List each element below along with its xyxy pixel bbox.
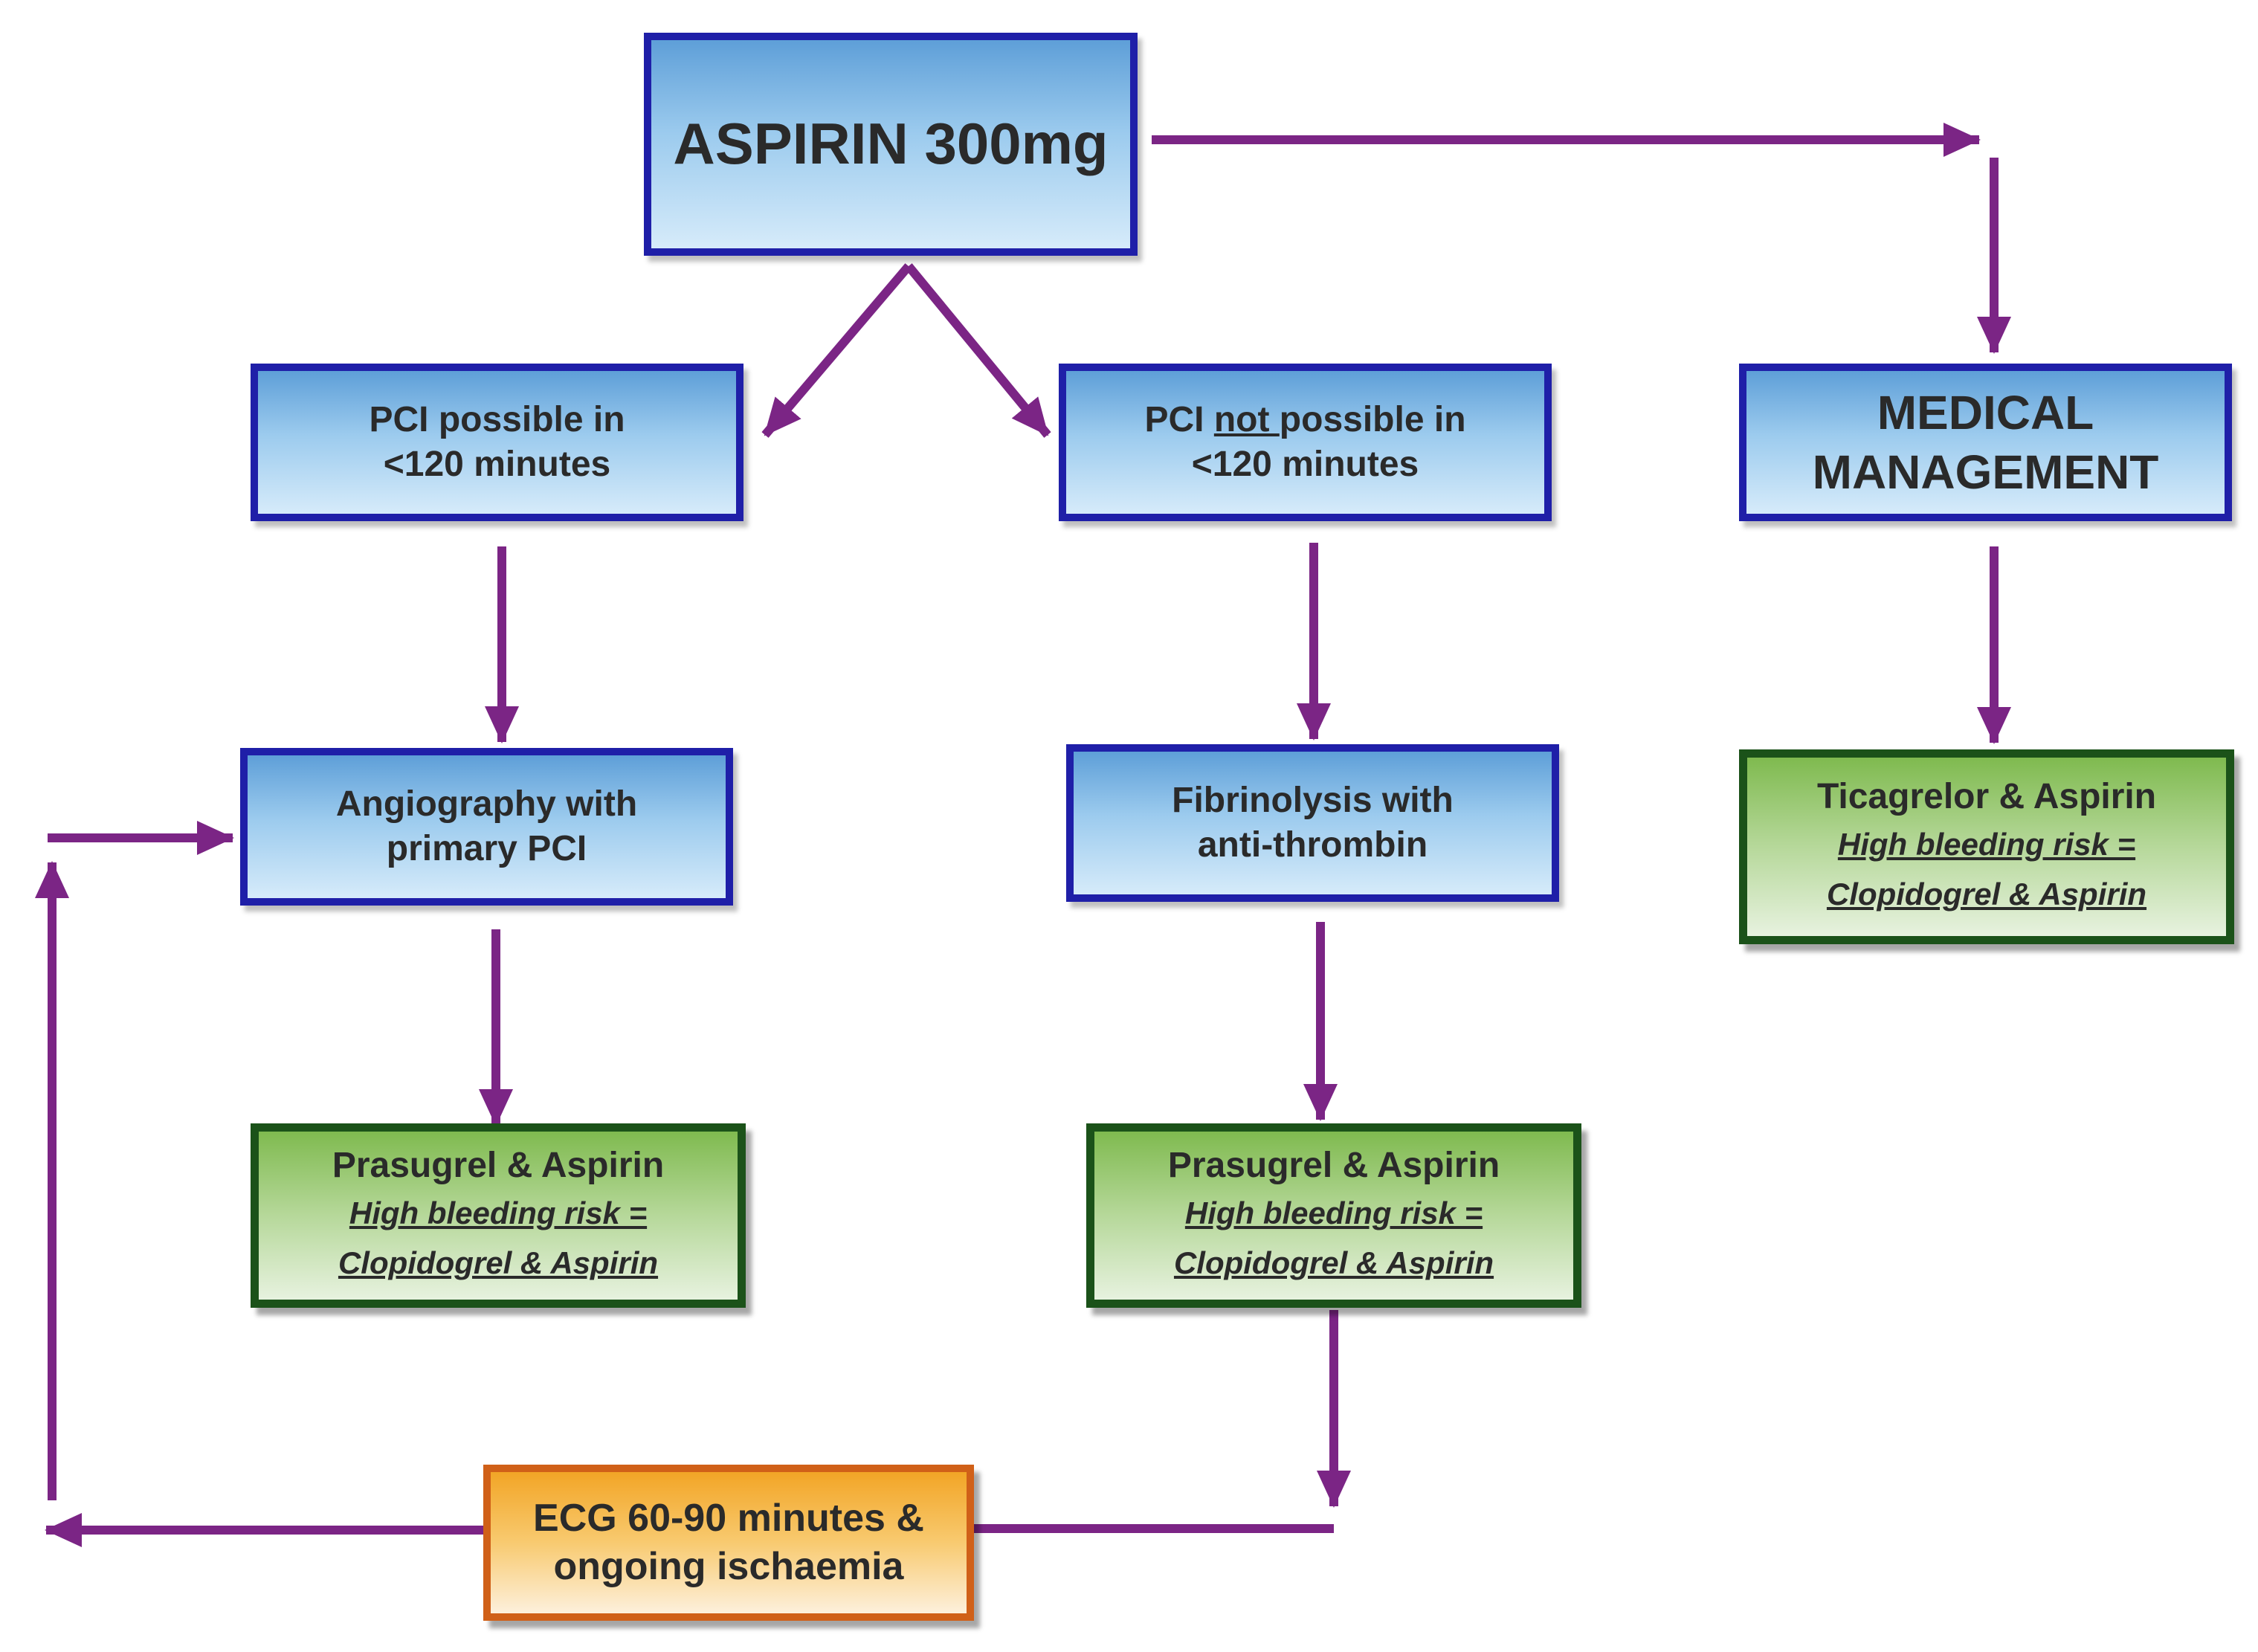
fibrinolysis-line1: Fibrinolysis with	[1172, 781, 1454, 820]
prasugrel-right-title: Prasugrel & Aspirin	[1167, 1145, 1500, 1185]
pci-not-possible-line1: PCI not possible in	[1144, 398, 1465, 442]
arrow-aspirin-to-pci-not-possible	[905, 263, 1051, 438]
prasugrel-right-sub2: Clopidogrel & Aspirin	[1173, 1245, 1494, 1280]
angiography-line1: Angiography with	[335, 784, 638, 824]
aspirin-box: ASPIRIN 300mg	[644, 33, 1138, 256]
pci-not-possible-pre: PCI	[1144, 400, 1214, 439]
ecg-box: ECG 60-90 minutes & ongoing ischaemia	[483, 1465, 974, 1621]
ecg-line2: ongoing ischaemia	[553, 1545, 904, 1588]
medical-management-box: MEDICAL MANAGEMENT	[1739, 364, 2232, 521]
medical-line1: MEDICAL	[1877, 386, 2094, 439]
ticagrelor-sub1: High bleeding risk =	[1837, 826, 2136, 862]
pci-not-possible-emphasis: not	[1213, 400, 1280, 439]
pci-not-possible-line2: <120 minutes	[1191, 445, 1419, 484]
angiography-line2: primary PCI	[386, 829, 587, 868]
ticagrelor-title: Ticagrelor & Aspirin	[1816, 776, 2157, 816]
pci-not-possible-box: PCI not possible in <120 minutes	[1059, 364, 1552, 521]
arrow-aspirin-to-pci-possible	[761, 263, 912, 438]
pci-not-possible-post: possible in	[1279, 400, 1466, 439]
prasugrel-left-sub1: High bleeding risk =	[349, 1195, 648, 1230]
medical-line2: MANAGEMENT	[1812, 445, 2159, 499]
prasugrel-left-title: Prasugrel & Aspirin	[332, 1145, 665, 1185]
aspirin-label: ASPIRIN 300mg	[673, 111, 1109, 177]
prasugrel-right-box: Prasugrel & Aspirin High bleeding risk =…	[1086, 1123, 1581, 1308]
ecg-line1: ECG 60-90 minutes &	[533, 1497, 924, 1540]
prasugrel-left-box: Prasugrel & Aspirin High bleeding risk =…	[251, 1123, 746, 1308]
ticagrelor-box: Ticagrelor & Aspirin High bleeding risk …	[1739, 749, 2234, 944]
ticagrelor-sub2: Clopidogrel & Aspirin	[1826, 877, 2147, 911]
fibrinolysis-box: Fibrinolysis with anti-thrombin	[1066, 744, 1559, 902]
pci-possible-line1: PCI possible in	[369, 400, 625, 439]
pci-possible-line2: <120 minutes	[383, 445, 611, 484]
angiography-box: Angiography with primary PCI	[240, 748, 733, 906]
prasugrel-left-sub2: Clopidogrel & Aspirin	[338, 1245, 659, 1280]
prasugrel-right-sub1: High bleeding risk =	[1184, 1195, 1483, 1230]
fibrinolysis-line2: anti-thrombin	[1197, 825, 1428, 865]
pci-possible-box: PCI possible in <120 minutes	[251, 364, 743, 521]
